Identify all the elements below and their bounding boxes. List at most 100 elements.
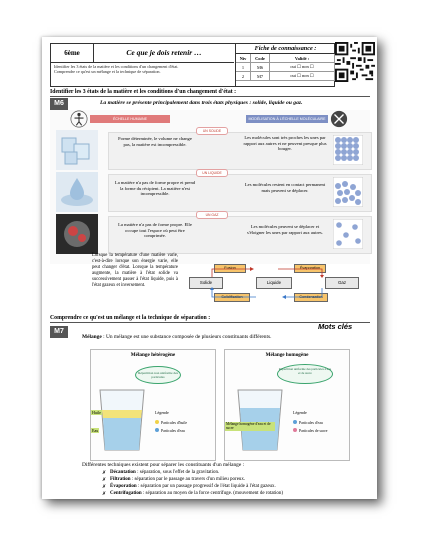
- liquid-molecule-text: Les molécules restent en contact permane…: [244, 182, 326, 193]
- state-row-gas: La matière n'a pas de forme propre. Elle…: [50, 211, 372, 254]
- worksheet-page: 6ème Ce que je dois retenir … Identifier…: [42, 37, 377, 499]
- gas-box: Gaz: [325, 277, 359, 289]
- fiche-col-valide: Validé :: [269, 54, 335, 63]
- techniques-intro: Différentes techniques existent pour sép…: [82, 462, 245, 468]
- fiche-col-niv: Niv: [236, 54, 251, 63]
- liquid-band: [108, 174, 372, 212]
- oil-particle-icon: [155, 420, 159, 424]
- oil-label: Huile: [91, 410, 102, 415]
- heterogeneous-legend-water: Particules d'eau: [155, 428, 185, 433]
- objective-2: Comprendre ce qu'est un mélange et la te…: [54, 69, 161, 75]
- heterogeneous-mixture-figure: Mélange hétérogène Répartition non unifo…: [90, 349, 216, 461]
- water-particle-icon: [155, 428, 159, 432]
- m7-tag: M7: [50, 326, 68, 338]
- liquid-human-text: La matière n'a pas de forme propre et pr…: [114, 180, 196, 197]
- liquid-molecules-icon: [333, 177, 363, 207]
- m6-intro: La matière se présente principalement da…: [100, 100, 303, 106]
- technique-decantation: Décantation : séparation, sous l'effet d…: [110, 470, 370, 476]
- temperature-paragraph: Lorsque la température d'une matière var…: [92, 253, 178, 288]
- water-drop-icon: [56, 172, 98, 212]
- objective-1: Identifier les 3 états de la matière et …: [54, 64, 179, 69]
- technique-name: Centrifugation: [110, 491, 142, 496]
- melange-text: : Un mélange est une substance composée …: [101, 334, 272, 340]
- heterogeneous-legend-title: Légende: [155, 410, 169, 415]
- bullet-icon: ✗: [102, 485, 107, 490]
- state-row-liquid: La matière n'a pas de forme propre et pr…: [50, 169, 372, 212]
- fiche-title: Fiche de connaissance :: [236, 44, 335, 54]
- objectives: Identifier les 3 états de la matière et …: [54, 64, 232, 75]
- section-m6-title: Identifier les 3 états de la matière et …: [50, 88, 370, 97]
- m6-tag: M6: [50, 98, 68, 110]
- gas-band: [108, 216, 372, 254]
- evaporation-label: Évaporation: [294, 264, 326, 273]
- gas-molecules-icon: [333, 219, 363, 249]
- solid-molecule-text: Les molécules sont très proches les unes…: [243, 135, 327, 152]
- technique-text: : séparation, sous l'effet de la gravita…: [135, 470, 220, 475]
- technique-centrifugation: Centrifugation : séparation au moyen de …: [110, 491, 370, 497]
- fiche-code-2: M7: [250, 71, 270, 81]
- fiche-niv-2: 2: [236, 71, 251, 81]
- mix-label: Mélange homogène d'eau et de sucre: [225, 422, 275, 431]
- homogeneous-legend-water: Particules d'eau: [293, 420, 323, 425]
- technique-name: Décantation: [110, 470, 136, 475]
- qr-code-icon[interactable]: [335, 42, 375, 82]
- steam-icon: [56, 214, 98, 254]
- water-label: Eau: [91, 428, 100, 433]
- homogeneous-mixture-figure: Mélange homogène Répartition uniforme de…: [224, 349, 350, 461]
- heterogeneous-caption: Mélange hétérogène: [130, 352, 176, 358]
- state-row-solid: Forme déterminée, le volume ne change pa…: [50, 127, 372, 170]
- homogeneous-caption: Mélange homogène: [265, 352, 309, 358]
- oil-water-glass-icon: [99, 389, 145, 451]
- legend-oil-text: Particules d'huile: [161, 421, 188, 425]
- header-box: 6ème Ce que je dois retenir … Identifier…: [50, 43, 335, 87]
- liquid-box: Liquide: [256, 277, 292, 289]
- change-arrows-icon: [210, 267, 324, 299]
- states-diagram: ÉCHELLE HUMAINE MODÉLISATION À L'ÉCHELLE…: [50, 110, 372, 264]
- heterogeneous-legend-oil: Particules d'huile: [155, 420, 187, 425]
- technique-text: : séparation par un passage progressif d…: [136, 484, 276, 489]
- fiche-box: Fiche de connaissance : Niv Code Validé …: [235, 44, 335, 86]
- fiche-niv-1: 1: [236, 62, 251, 72]
- technique-name: Filtration: [110, 477, 131, 482]
- fiche-table: Niv Code Validé : 1 M6 oui ☐ non ☐ 2 M7 …: [236, 54, 335, 81]
- molecule-scale-icon: [330, 110, 348, 128]
- technique-evaporation: Évaporation : séparation par un passage …: [110, 484, 370, 490]
- solid-molecules-icon: [333, 135, 363, 165]
- melange-definition: Mélange : Un mélange est une substance c…: [82, 334, 352, 340]
- homogeneous-legend-title: Légende: [293, 410, 307, 415]
- left-column-header: ÉCHELLE HUMAINE: [90, 115, 170, 123]
- solid-label: UN SOLIDE: [196, 127, 228, 135]
- fiche-valide-1[interactable]: oui ☐ non ☐: [269, 62, 335, 72]
- fiche-code-1: M6: [250, 62, 270, 72]
- legend-sugar-text: Particules de sucre: [299, 429, 328, 433]
- bullet-icon: ✗: [102, 471, 107, 476]
- gas-human-text: La matière n'a pas de forme propre. Elle…: [118, 222, 192, 239]
- section-m7-title: Comprendre ce qu'est un mélange et la te…: [50, 314, 370, 323]
- human-figure-icon: [70, 110, 88, 128]
- bullet-icon: ✗: [102, 492, 107, 497]
- heterogeneous-bubble: Répartition non uniforme des particules: [135, 366, 181, 384]
- legend-water-text: Particules d'eau: [299, 421, 323, 425]
- technique-text: : séparation au moyen de la force centri…: [141, 491, 284, 496]
- fiche-valide-2[interactable]: oui ☐ non ☐: [269, 71, 335, 81]
- solid-human-text: Forme déterminée, le volume ne change pa…: [118, 136, 192, 147]
- bullet-icon: ✗: [102, 478, 107, 483]
- water-particle-icon: [293, 420, 297, 424]
- sugar-particle-icon: [293, 428, 297, 432]
- ice-cubes-icon: [56, 130, 98, 170]
- fusion-label: Fusion: [214, 264, 246, 273]
- sugar-water-glass-icon: [237, 389, 283, 451]
- gas-label: UN GAZ: [196, 211, 228, 219]
- liquid-label: UN LIQUIDE: [196, 169, 228, 177]
- gas-molecule-text: Les molécules peuvent se déplacer et s'é…: [247, 224, 323, 235]
- homogeneous-legend-sugar: Particules de sucre: [293, 428, 327, 433]
- solid-band: [108, 132, 372, 170]
- page-title: Ce que je dois retenir …: [94, 44, 234, 63]
- grade-label: 6ème: [51, 44, 94, 63]
- mots-cles-badge: Mots clés: [318, 322, 353, 331]
- right-column-header: MODÉLISATION À L'ÉCHELLE MOLÉCULAIRE: [246, 115, 328, 123]
- technique-name: Évaporation: [110, 484, 137, 489]
- homogeneous-bubble: Répartition uniforme des particules d'ea…: [277, 364, 333, 384]
- fiche-col-code: Code: [250, 54, 270, 63]
- melange-term: Mélange: [82, 334, 102, 340]
